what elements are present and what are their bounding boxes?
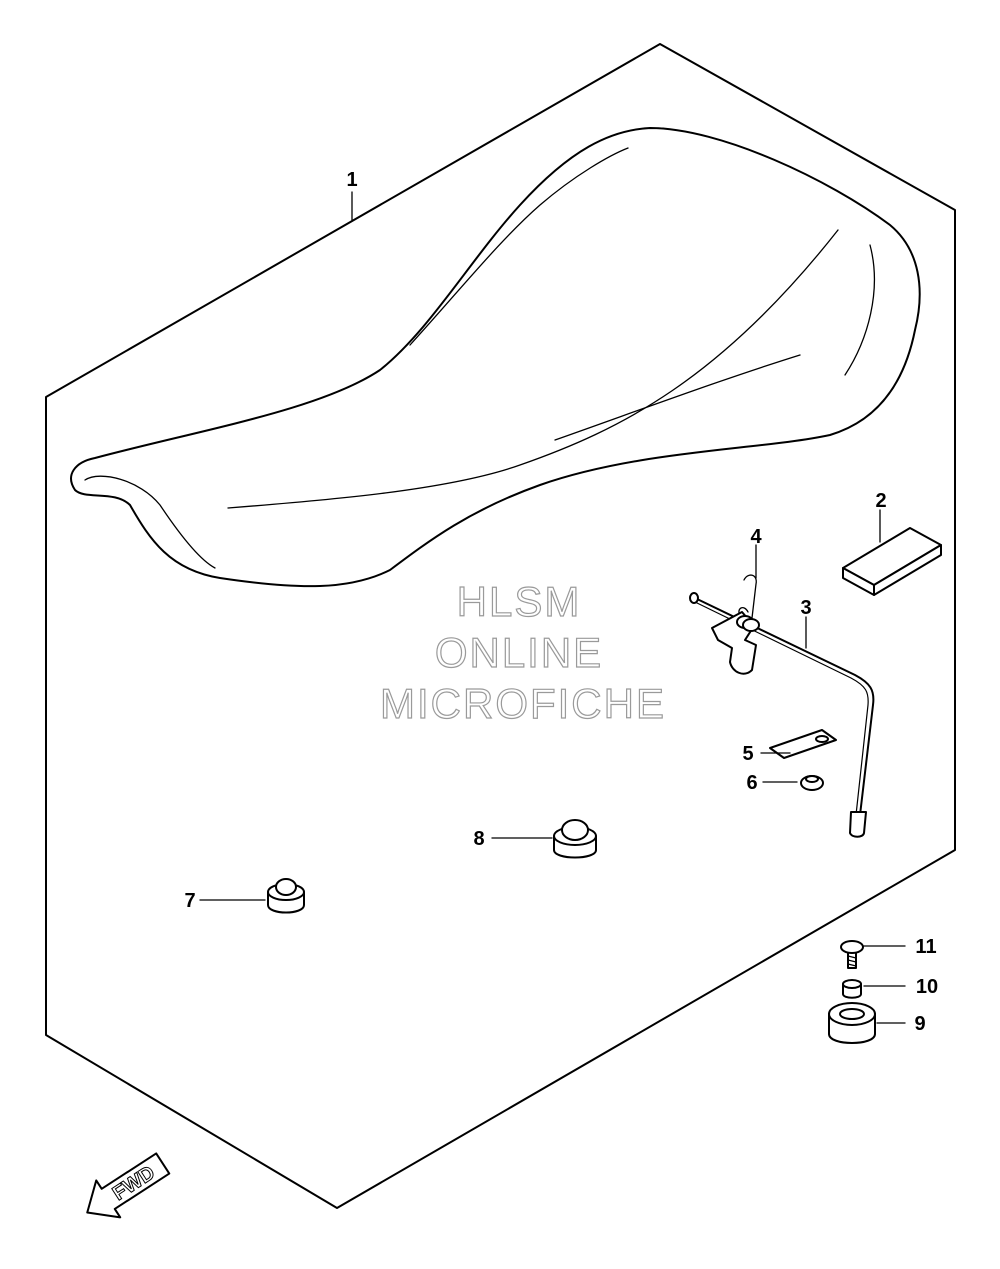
- callout-11: 11: [915, 936, 936, 958]
- bolt-part-11[interactable]: [840, 940, 864, 969]
- watermark-line-2: ONLINE: [435, 629, 603, 676]
- nut-part-6[interactable]: [800, 775, 824, 791]
- watermark: HLSM ONLINE MICROFICHE: [379, 577, 666, 727]
- callout-6: 6: [746, 772, 757, 794]
- bush-part-9[interactable]: [828, 1002, 876, 1044]
- callout-1: 1: [346, 169, 357, 191]
- rod-part-3[interactable]: [689, 592, 875, 838]
- callout-5: 5: [742, 743, 753, 765]
- callout-10: 10: [916, 976, 938, 998]
- cushion-part-8[interactable]: [553, 819, 597, 859]
- watermark-line-1: HLSM: [457, 578, 582, 625]
- leader-lines: [199, 191, 906, 1024]
- watermark-line-3: MICROFICHE: [380, 680, 666, 727]
- seat-part-1[interactable]: [70, 127, 921, 588]
- callout-3: 3: [800, 597, 811, 619]
- pad-part-2[interactable]: [842, 527, 942, 596]
- callout-8: 8: [473, 828, 484, 850]
- assembly-outline: [45, 43, 956, 1209]
- fwd-arrow: FWD: [86, 1152, 171, 1219]
- plate-part-5[interactable]: [769, 729, 837, 759]
- cushion-part-7[interactable]: [267, 878, 305, 914]
- callout-4: 4: [750, 526, 762, 548]
- callout-7: 7: [184, 890, 195, 912]
- collar-part-10[interactable]: [842, 979, 862, 999]
- callout-2: 2: [875, 490, 886, 512]
- callout-9: 9: [914, 1013, 925, 1035]
- spring-part-4[interactable]: [711, 574, 760, 675]
